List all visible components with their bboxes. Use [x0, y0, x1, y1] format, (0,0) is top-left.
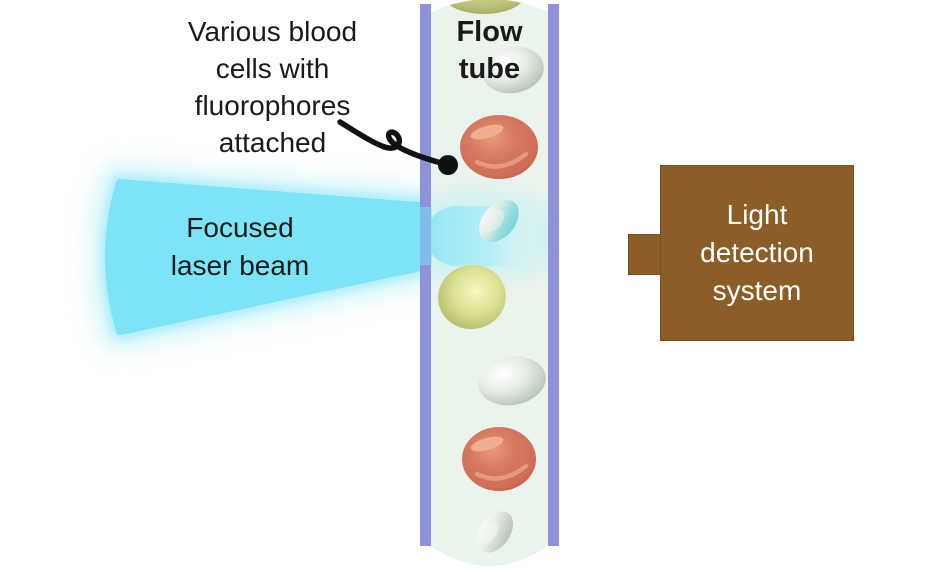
flow-tube-label-line2: tube	[458, 53, 521, 85]
detector-label-line2: detection	[700, 237, 814, 268]
flow-tube-label: Flow tube	[431, 14, 548, 88]
tube-wall-left	[420, 4, 431, 546]
partial-cell-top	[442, 0, 526, 14]
detector-label-line1: Light	[726, 199, 788, 230]
red-blood-cell-2	[462, 427, 536, 491]
disc-cell-in-beam	[479, 199, 519, 243]
laser-core	[105, 179, 434, 335]
blood-cells-label: Various blood cells with fluorophores at…	[150, 13, 395, 161]
detector-label-line3: system	[712, 275, 802, 306]
pointer-line	[337, 119, 444, 166]
flow-tube-label-line1: Flow	[456, 16, 523, 48]
laser-beam-label-line1: Focused	[186, 212, 294, 243]
fluorescing-cell	[438, 264, 506, 330]
annotation-pointer	[337, 119, 458, 175]
pointer-dot	[438, 155, 458, 175]
laser-beam-label-line2: laser beam	[170, 250, 310, 281]
blood-cells-label-line3: fluorophores	[194, 90, 351, 121]
red-blood-cell-1	[460, 115, 538, 179]
detector-aperture	[628, 234, 664, 275]
white-blood-cell-2	[478, 356, 546, 406]
blood-cells-label-line4: attached	[218, 127, 327, 158]
light-detection-system-box: Light detection system	[660, 165, 854, 341]
blood-cells-label-line2: cells with	[215, 53, 330, 84]
blood-cells-label-line1: Various blood	[187, 16, 358, 47]
flow-tube	[419, 0, 559, 566]
laser-beam	[88, 162, 451, 352]
white-blood-cell-1	[482, 46, 544, 94]
disc-cell-bottom	[476, 511, 514, 553]
laser-over-wall	[419, 207, 432, 265]
laser-beam-label: Focused laser beam	[110, 209, 370, 285]
tube-wall-right	[548, 4, 559, 546]
